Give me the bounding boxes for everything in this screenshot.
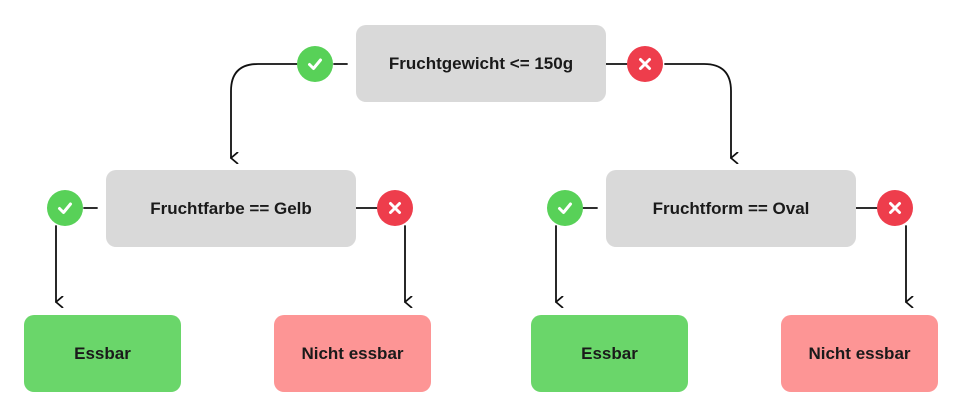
left-decision-node: Fruchtfarbe == Gelb [106, 170, 356, 247]
edge-root-to-left-decision [230, 63, 298, 158]
leaf-left-nicht-essbar-label: Nicht essbar [301, 343, 404, 363]
check-icon [47, 190, 83, 226]
x-icon [627, 46, 663, 82]
left-decision-label: Fruchtfarbe == Gelb [150, 198, 312, 218]
right-decision-label: Fruchtform == Oval [652, 198, 810, 218]
check-icon [547, 190, 583, 226]
right-decision-node: Fruchtform == Oval [606, 170, 856, 247]
leaf-right-nicht-essbar-label: Nicht essbar [808, 343, 911, 363]
x-icon [377, 190, 413, 226]
leaf-right-essbar-label: Essbar [581, 343, 638, 363]
leaf-left-nicht-essbar: Nicht essbar [274, 315, 431, 392]
leaf-right-nicht-essbar: Nicht essbar [781, 315, 938, 392]
root-decision-label: Fruchtgewicht <= 150g [388, 53, 574, 73]
leaf-right-essbar: Essbar [531, 315, 688, 392]
x-icon [877, 190, 913, 226]
root-decision-node: Fruchtgewicht <= 150g [356, 25, 606, 102]
edge-root-to-right-decision [664, 63, 731, 158]
leaf-left-essbar: Essbar [24, 315, 181, 392]
check-icon [297, 46, 333, 82]
leaf-left-essbar-label: Essbar [74, 343, 131, 363]
